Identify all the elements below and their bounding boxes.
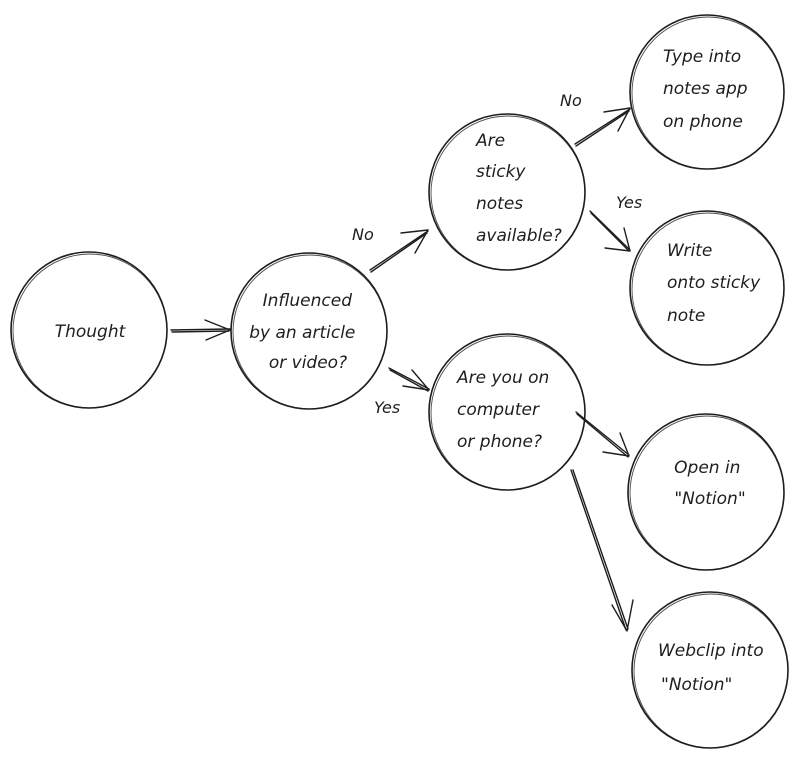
svg-text:Write onto sticky: Write onto sticky note [667, 241, 766, 326]
node-webclip-line-1: Webclip into [658, 641, 764, 661]
arrow-sticky-to-write-sticky [589, 210, 631, 252]
node-influenced-line-2: by an article [249, 323, 355, 343]
node-webclip-line-2: "Notion" [661, 675, 732, 695]
node-computer-line-1: Are you on [456, 368, 549, 388]
node-write-line-2: onto sticky [667, 273, 761, 293]
node-influenced[interactable]: Influenced by an article or video? [230, 252, 388, 410]
node-type-notes-app[interactable]: Type into notes app on phone [629, 14, 785, 170]
edge-label-influenced-to-computer: Yes [374, 398, 400, 417]
node-influenced-line-1: Influenced [263, 291, 353, 311]
arrow-sticky-to-type-notes [574, 107, 631, 147]
node-computer-line-3: or phone? [457, 432, 542, 452]
edge-label-sticky-to-type: No [560, 91, 582, 110]
svg-text:Influenced by an article: Influenced by an article or video? [249, 291, 361, 373]
node-thought-line-1: Thought [55, 322, 127, 342]
node-write-line-1: Write [667, 241, 712, 261]
node-open-line-2: "Notion" [674, 489, 745, 509]
arrow-influenced-to-sticky [369, 229, 429, 273]
node-sticky-notes[interactable]: Are sticky notes available? [428, 113, 586, 271]
arrow-thought-to-influenced [170, 319, 231, 341]
arrow-computer-to-webclip [570, 469, 634, 632]
node-computer-or-phone[interactable]: Are you on computer or phone? [428, 333, 586, 491]
node-sticky-line-2: sticky [476, 162, 526, 182]
node-influenced-line-3: or video? [269, 353, 347, 373]
svg-text:Are sticky notes: Are sticky notes available? [475, 131, 562, 246]
node-open-line-1: Open in [674, 458, 740, 478]
node-write-line-3: note [667, 306, 705, 326]
node-type-line-3: on phone [663, 112, 743, 132]
node-type-line-1: Type into [663, 47, 741, 67]
arrow-influenced-to-computer [388, 367, 430, 392]
node-thought[interactable]: Thought [10, 251, 168, 409]
edge-label-influenced-to-sticky: No [352, 225, 374, 244]
arrow-computer-to-open-notion [575, 411, 630, 458]
node-sticky-line-4: available? [476, 226, 562, 246]
svg-text:Type into notes app: Type into notes app on phone [663, 47, 753, 132]
node-computer-line-2: computer [457, 400, 540, 420]
node-open-notion[interactable]: Open in "Notion" [627, 413, 785, 571]
node-sticky-line-1: Are [475, 131, 505, 151]
svg-text:Webclip into "Notion": Webclip into "Notion" [658, 641, 769, 695]
edge-label-sticky-to-write: Yes [616, 193, 642, 212]
node-webclip-notion[interactable]: Webclip into "Notion" [631, 591, 789, 749]
svg-text:Open in "Notion": Open in "Notion" [674, 458, 746, 509]
node-sticky-line-3: notes [476, 194, 523, 214]
node-type-line-2: notes app [663, 79, 748, 99]
svg-text:Thought: Thought [55, 322, 127, 342]
svg-text:Are you on computer: Are you on computer or phone? [456, 368, 555, 452]
node-write-sticky[interactable]: Write onto sticky note [629, 210, 785, 366]
